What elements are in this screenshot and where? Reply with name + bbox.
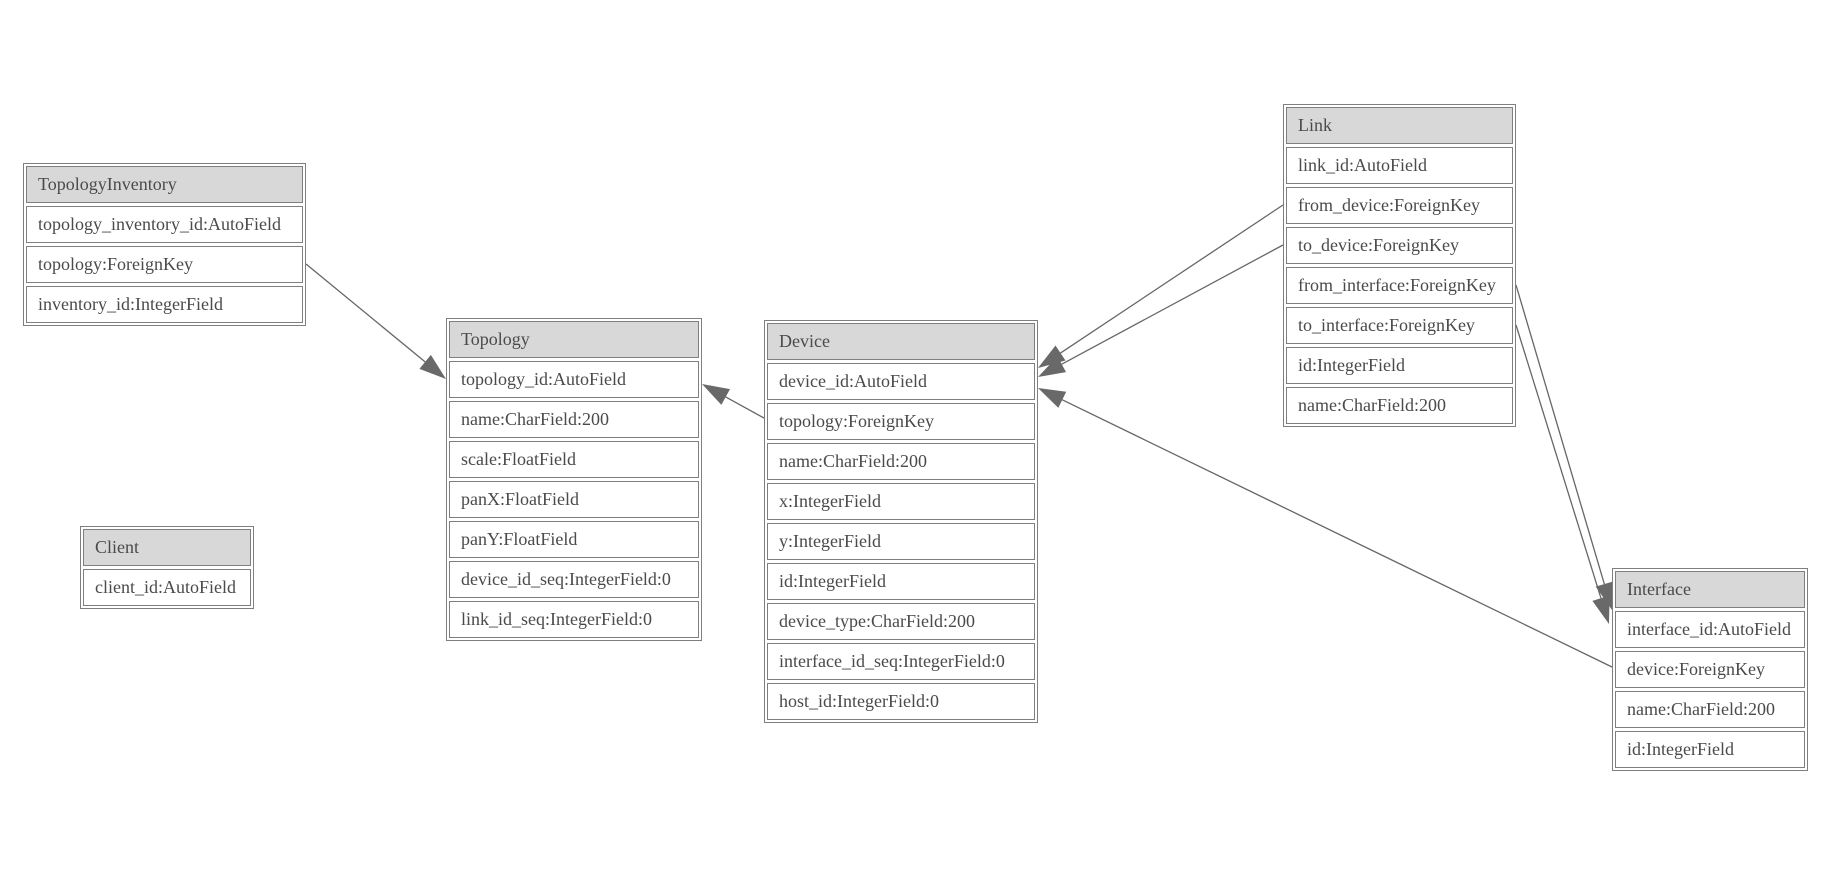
edge-link-from_interface-interface — [1515, 284, 1605, 585]
entity-title-link: Link — [1286, 107, 1513, 144]
entity-field-row: to_interface:ForeignKey — [1286, 307, 1513, 344]
entity-field-row: device_type:CharField:200 — [767, 603, 1035, 640]
entity-field-row: panX:FloatField — [449, 481, 699, 518]
entity-field-row: id:IntegerField — [767, 563, 1035, 600]
edge-interface-device — [1061, 399, 1613, 668]
entity-field-row: id:IntegerField — [1286, 347, 1513, 384]
entity-field-row: device_id:AutoField — [767, 363, 1035, 400]
entity-field-row: x:IntegerField — [767, 483, 1035, 520]
entity-field-row: topology_id:AutoField — [449, 361, 699, 398]
edge-topologyinventory-topology — [305, 263, 426, 363]
entity-field-row: to_device:ForeignKey — [1286, 227, 1513, 264]
entity-field-row: link_id_seq:IntegerField:0 — [449, 601, 699, 638]
entity-field-row: interface_id:AutoField — [1615, 611, 1805, 648]
edge-link-to_interface-interface — [1515, 324, 1602, 599]
entity-field-row: id:IntegerField — [1615, 731, 1805, 768]
entity-field-row: client_id:AutoField — [83, 569, 251, 606]
entity-field-row: interface_id_seq:IntegerField:0 — [767, 643, 1035, 680]
arrowhead-interface-device — [1038, 388, 1067, 408]
entity-field-row: device_id_seq:IntegerField:0 — [449, 561, 699, 598]
entity-title-topologyinventory: TopologyInventory — [26, 166, 303, 203]
entity-field-row: inventory_id:IntegerField — [26, 286, 303, 323]
entity-field-row: name:CharField:200 — [449, 401, 699, 438]
edge-link-to_device-device — [1061, 244, 1284, 365]
entity-field-row: device:ForeignKey — [1615, 651, 1805, 688]
entity-field-row: from_device:ForeignKey — [1286, 187, 1513, 224]
entity-title-client: Client — [83, 529, 251, 566]
entity-field-row: topology_inventory_id:AutoField — [26, 206, 303, 243]
entity-field-row: name:CharField:200 — [767, 443, 1035, 480]
arrowhead-device-topology — [702, 384, 731, 405]
entity-title-device: Device — [767, 323, 1035, 360]
arrowhead-link-to_device-device — [1038, 356, 1067, 377]
arrowhead-topologyinventory-topology — [419, 354, 446, 379]
entity-field-row: scale:FloatField — [449, 441, 699, 478]
entity-field-row: host_id:IntegerField:0 — [767, 683, 1035, 720]
edge-device-topology — [725, 396, 765, 419]
edge-link-from_device-device — [1060, 204, 1284, 354]
entity-field-row: name:CharField:200 — [1615, 691, 1805, 728]
entity-field-row: panY:FloatField — [449, 521, 699, 558]
entity-field-row: topology:ForeignKey — [26, 246, 303, 283]
entity-field-row: from_interface:ForeignKey — [1286, 267, 1513, 304]
entity-title-topology: Topology — [449, 321, 699, 358]
entity-field-row: topology:ForeignKey — [767, 403, 1035, 440]
entity-field-row: y:IntegerField — [767, 523, 1035, 560]
entity-field-row: link_id:AutoField — [1286, 147, 1513, 184]
arrowhead-link-to_interface-interface — [1592, 595, 1610, 624]
entity-title-interface: Interface — [1615, 571, 1805, 608]
entity-field-row: name:CharField:200 — [1286, 387, 1513, 424]
